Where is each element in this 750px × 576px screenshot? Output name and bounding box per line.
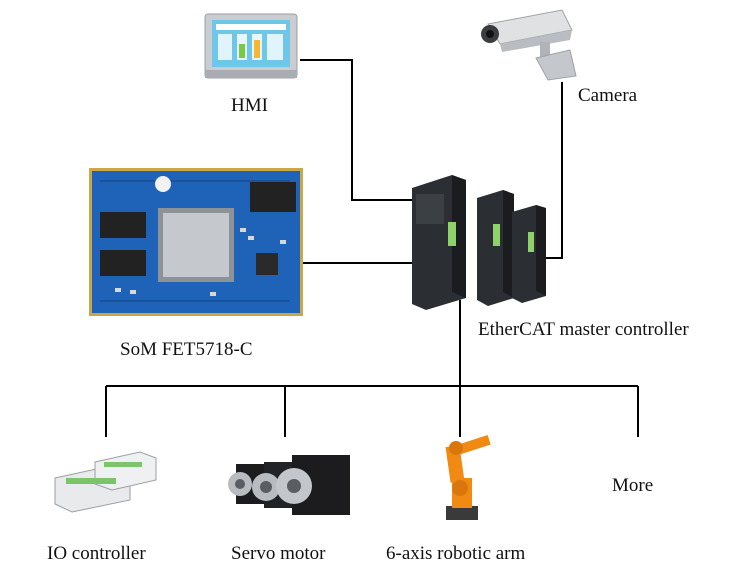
som-label: SoM FET5718-C <box>120 339 253 360</box>
camera-device <box>481 9 577 81</box>
connection-lines <box>105 59 639 437</box>
ethercat-controllers <box>412 175 546 310</box>
robotic-arm-device <box>445 434 491 520</box>
master-controller-label: EtherCAT master controller <box>478 319 689 340</box>
servo-motor-device <box>228 455 350 515</box>
robotic-arm-label: 6-axis robotic arm <box>386 543 526 564</box>
hmi-link <box>300 59 412 201</box>
io-controller-device <box>54 451 157 513</box>
som-board <box>89 168 303 316</box>
hmi-device <box>204 13 298 79</box>
camera-link <box>545 82 563 259</box>
camera-label: Camera <box>578 85 638 106</box>
servo-motor-label: Servo motor <box>231 543 326 564</box>
hmi-label: HMI <box>231 95 268 116</box>
io-controller-label: IO controller <box>47 543 146 564</box>
more-label: More <box>612 475 654 496</box>
